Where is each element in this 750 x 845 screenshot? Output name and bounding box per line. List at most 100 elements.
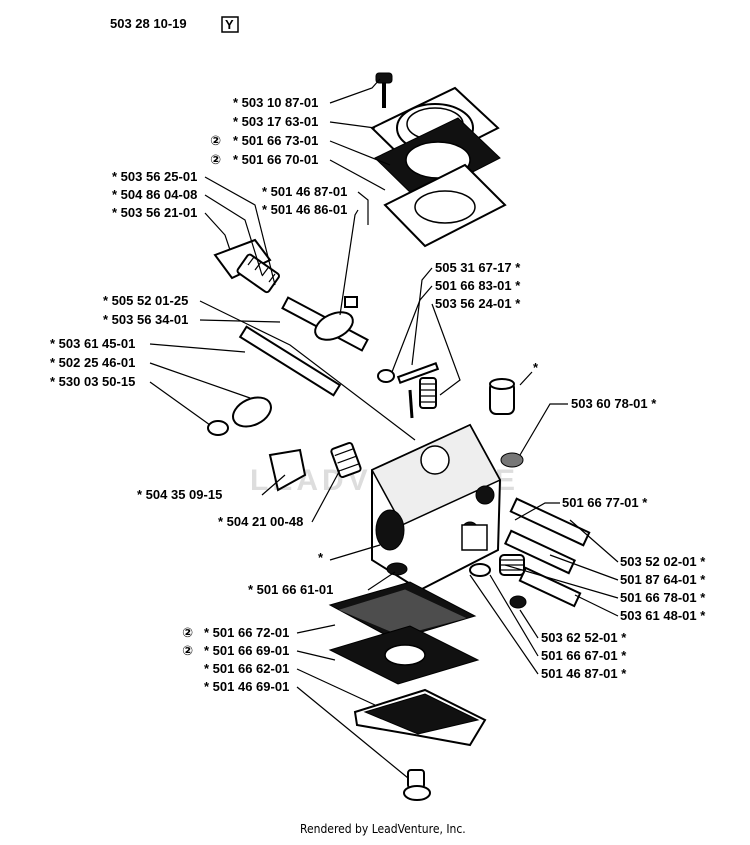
note-p4: ②: [210, 152, 221, 167]
label-p2: * 503 17 63-01: [233, 114, 318, 129]
leader-p10: [411, 267, 433, 366]
label-p6: * 504 86 04-08: [112, 187, 197, 202]
label-p11: 501 66 83-01 *: [435, 278, 521, 293]
spring-coil-lines: [247, 256, 276, 283]
label-p14: * 503 56 34-01: [103, 312, 188, 327]
high-speed-needle: [509, 497, 591, 547]
label-p27: 501 66 78-01 *: [620, 590, 706, 605]
welch-plug: [500, 452, 524, 468]
note-p31: ②: [182, 643, 193, 658]
label-p20: * 504 35 09-15: [137, 487, 222, 502]
label-p7: * 503 56 21-01: [112, 205, 197, 220]
cover-recess: [363, 693, 480, 735]
cover-screw-head: [403, 785, 431, 801]
label-p12: 503 56 24-01 *: [435, 296, 521, 311]
leader-p9: [339, 209, 359, 316]
assembly-number: 503 28 10-19: [110, 16, 187, 31]
leader-p16: [149, 362, 251, 399]
leader-p31: [296, 650, 336, 661]
pump-cover-group: [370, 72, 507, 248]
metering-group: [328, 562, 487, 801]
leader-p33: [296, 668, 376, 706]
body-top-face: [370, 424, 502, 526]
inlet-spring: [419, 377, 437, 409]
label-p31: * 501 66 69-01: [204, 643, 289, 658]
leader-p32: [489, 574, 539, 657]
label-p1: * 503 10 87-01: [233, 95, 318, 110]
leader-p26: [549, 554, 619, 581]
throttle-valve-disc: [232, 396, 272, 428]
label-p9: * 501 46 86-01: [262, 202, 347, 217]
leader-p15: [149, 343, 246, 353]
valve-screw: [344, 296, 358, 308]
leader-p19: [519, 403, 568, 456]
metering-pocket: [420, 445, 450, 475]
filter-screen: [386, 562, 408, 576]
venturi-bore: [375, 509, 405, 551]
label-p22: * 504 21 00-48: [218, 514, 303, 529]
leader-p3: [329, 140, 391, 166]
gasket-hole: [414, 190, 476, 224]
leader-p29: [296, 624, 336, 634]
badge-letter: Y: [225, 17, 234, 32]
leader-p21: [514, 502, 560, 521]
label-p13: * 505 52 01-25: [103, 293, 188, 308]
badge-box: [221, 16, 239, 33]
choke-valve-disc: [314, 311, 354, 341]
label-p5: * 503 56 25-01: [112, 169, 197, 184]
small-screw: [509, 595, 527, 609]
inlet-needle: [408, 389, 414, 419]
label-p26: 501 87 64-01 *: [620, 572, 706, 587]
note-p3: ②: [210, 133, 221, 148]
needle-port-1: [475, 485, 495, 505]
label-p16: * 502 25 46-01: [50, 355, 135, 370]
leader-p30: [519, 609, 539, 639]
spring-coil-upper: [236, 253, 280, 294]
throttle-shaft: [238, 325, 342, 397]
leader-p22: [311, 469, 341, 523]
leader-p18: [519, 371, 533, 386]
metering-gasket: [328, 581, 477, 641]
leader-lines: [149, 78, 619, 779]
gasket-cutout: [338, 589, 467, 636]
carburetor-body-group: [370, 362, 524, 592]
leader-p34: [469, 574, 539, 675]
label-p35: * 501 46 69-01: [204, 679, 289, 694]
washer: [469, 563, 491, 577]
leader-p13: [199, 300, 416, 441]
label-p33: * 501 66 62-01: [204, 661, 289, 676]
throttle-screw: [207, 420, 229, 436]
leader-p23: [329, 544, 381, 561]
leader-p5: [204, 176, 276, 286]
adjust-screw-group: [469, 497, 591, 609]
idle-screw: [518, 566, 582, 608]
leader-p27: [504, 564, 619, 599]
label-p3: * 501 66 73-01: [233, 133, 318, 148]
leader-p35: [296, 686, 409, 779]
plug-cap-top: [489, 378, 515, 390]
label-p19: 503 60 78-01 *: [571, 396, 657, 411]
leader-p8: [357, 191, 369, 225]
throttle-shaft-group: [207, 238, 369, 492]
label-p4: * 501 66 70-01: [233, 152, 318, 167]
label-p8: * 501 46 87-01: [262, 184, 347, 199]
footer-credit: Rendered by LeadVenture, Inc.: [300, 822, 466, 836]
needle-valve-head: [377, 369, 395, 383]
label-p29: * 501 66 72-01: [204, 625, 289, 640]
leader-p7: [204, 212, 231, 251]
leader-p4: [329, 159, 386, 191]
leader-p2: [329, 121, 376, 129]
adjust-boss: [461, 524, 488, 551]
label-p34: 501 46 87-01 *: [541, 666, 627, 681]
label-p23: *: [318, 550, 324, 565]
low-speed-needle: [503, 529, 577, 575]
idle-spring-lines: [334, 448, 360, 472]
part-labels: * 503 10 87-01 * 503 17 63-01 ② * 501 66…: [50, 95, 706, 694]
leader-p1: [329, 78, 381, 104]
label-p18: *: [533, 360, 539, 375]
leader-p12: [431, 303, 461, 396]
leader-p17: [149, 381, 211, 426]
diaphragm-button: [384, 644, 426, 666]
